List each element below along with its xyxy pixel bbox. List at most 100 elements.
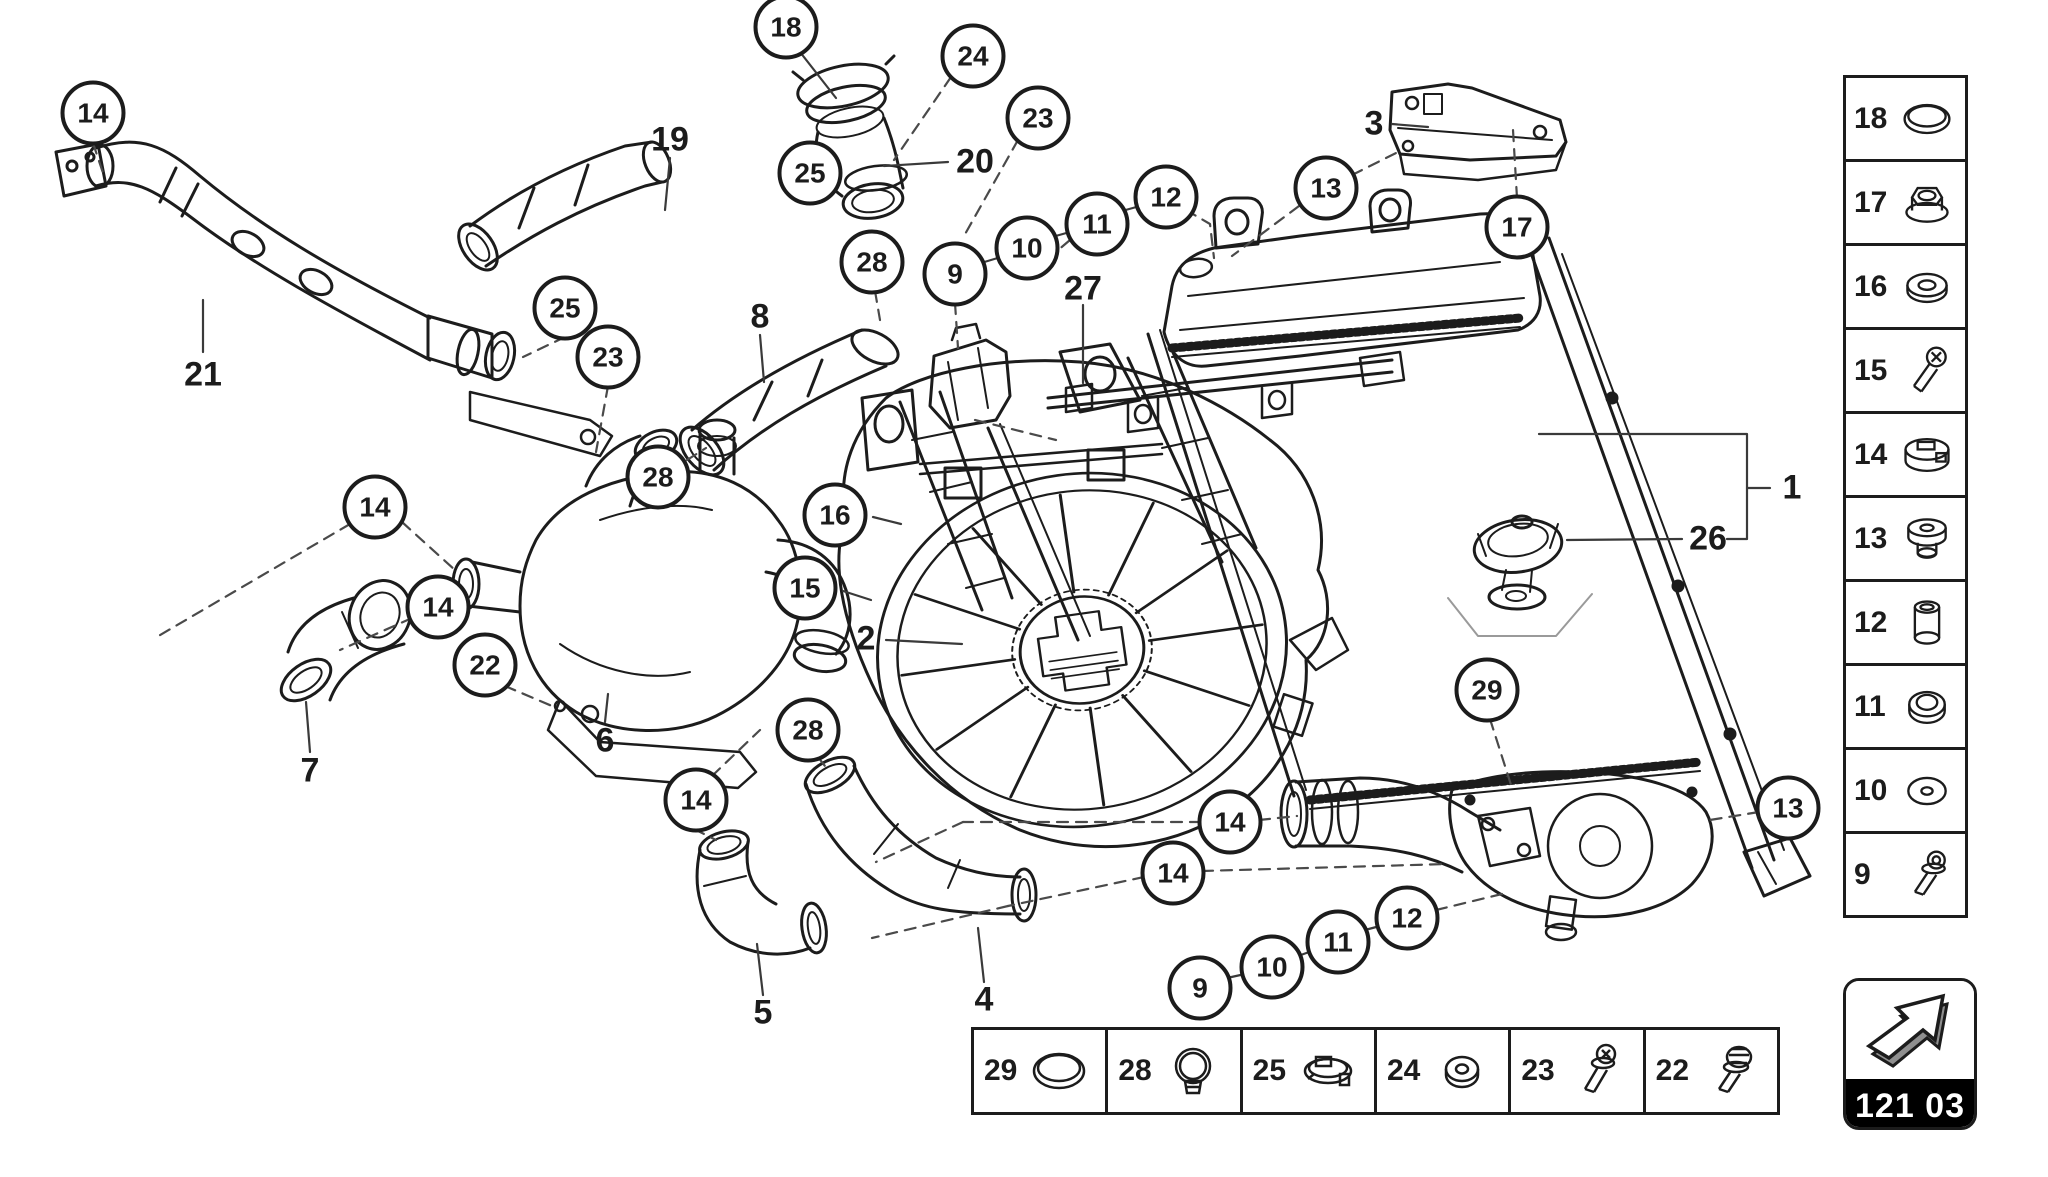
callout-circle-9[interactable]: 9	[1167, 955, 1233, 1021]
callout-circle-10[interactable]: 10	[994, 215, 1060, 281]
callout-circle-14[interactable]: 14	[405, 574, 471, 640]
callout-circle-14[interactable]: 14	[1140, 840, 1206, 906]
callout-circle-24[interactable]: 24	[940, 23, 1006, 89]
legend-item-10[interactable]: 10	[1843, 747, 1968, 834]
clamp-band-icon	[1303, 1055, 1352, 1087]
section-code-badge: 121 03	[1846, 1079, 1974, 1127]
cooling-fan-2	[837, 342, 1350, 849]
part-label-2[interactable]: 2	[856, 619, 876, 658]
legend-item-11[interactable]: 11	[1843, 663, 1968, 750]
callout-circle-14[interactable]: 14	[663, 767, 729, 833]
part-label-19[interactable]: 19	[651, 120, 689, 159]
callout-circle-13[interactable]: 13	[1755, 775, 1821, 841]
dashed-leader-lines	[91, 75, 1761, 940]
legend-item-13[interactable]: 13	[1843, 495, 1968, 582]
arrow-up-right-icon	[1865, 993, 1949, 1068]
callout-circle-29[interactable]: 29	[1454, 657, 1520, 723]
hose-clamp-icon	[1904, 437, 1950, 472]
part-label-1[interactable]: 1	[1782, 468, 1802, 507]
callout-circle-16[interactable]: 16	[802, 482, 868, 548]
legend-item-22[interactable]: 22	[1642, 1027, 1780, 1115]
legend-item-29[interactable]: 29	[971, 1027, 1109, 1115]
legend-number: 11	[1854, 689, 1886, 723]
callout-circle-10[interactable]: 10	[1239, 934, 1305, 1000]
radiator-cap-26	[1447, 514, 1593, 637]
hose-4	[803, 755, 1038, 923]
legend-number: 15	[1854, 353, 1888, 387]
washer-icon	[1444, 1055, 1480, 1089]
part-label-21[interactable]: 21	[184, 355, 222, 394]
hose-5	[695, 829, 828, 956]
water-pipe-21	[54, 140, 614, 458]
flange-nut-icon	[1905, 186, 1949, 223]
legend-item-18[interactable]: 18	[1843, 75, 1968, 162]
hose-8	[678, 328, 900, 477]
hardware-legend-bottom: 29 28 25 24 23 22	[971, 1027, 1780, 1115]
callout-circle-22[interactable]: 22	[452, 632, 518, 698]
callout-circle-23[interactable]: 23	[575, 324, 641, 390]
callout-circle-11[interactable]: 11	[1064, 191, 1130, 257]
legend-item-9[interactable]: 9	[1843, 831, 1968, 918]
part-label-7[interactable]: 7	[300, 751, 320, 790]
legend-number: 23	[1521, 1054, 1555, 1087]
legend-number: 17	[1854, 185, 1888, 219]
callout-circle-12[interactable]: 12	[1133, 164, 1199, 230]
legend-number: 25	[1252, 1054, 1287, 1087]
callout-circle-18[interactable]: 18	[753, 0, 819, 60]
part-label-6[interactable]: 6	[595, 721, 615, 760]
legend-item-23[interactable]: 23	[1508, 1027, 1646, 1115]
part-label-26[interactable]: 26	[1689, 519, 1727, 558]
legend-item-24[interactable]: 24	[1373, 1027, 1512, 1115]
callout-circle-23[interactable]: 23	[1005, 85, 1071, 151]
legend-item-15[interactable]: 15	[1843, 327, 1968, 414]
callout-circle-17[interactable]: 17	[1484, 194, 1550, 260]
callout-circle-28[interactable]: 28	[839, 229, 905, 295]
bracket-27	[1046, 350, 1406, 434]
legend-item-12[interactable]: 12	[1843, 579, 1968, 666]
part-label-4[interactable]: 4	[974, 980, 994, 1019]
part-label-5[interactable]: 5	[753, 993, 773, 1032]
legend-item-16[interactable]: 16	[1843, 243, 1968, 330]
legend-number: 14	[1854, 437, 1888, 471]
flange-bolt-icon	[1913, 850, 1946, 896]
callout-circle-11[interactable]: 11	[1305, 909, 1371, 975]
grommet-icon	[1907, 517, 1947, 559]
legend-item-17[interactable]: 17	[1843, 159, 1968, 246]
legend-number: 28	[1118, 1054, 1152, 1087]
part-label-27[interactable]: 27	[1064, 269, 1102, 308]
disc-washer-icon	[1907, 776, 1947, 805]
part-label-8[interactable]: 8	[750, 297, 770, 336]
callout-circle-28[interactable]: 28	[775, 697, 841, 763]
legend-number: 24	[1386, 1054, 1421, 1087]
seal-ring-icon	[1908, 690, 1946, 724]
section-nav-box[interactable]: 121 03	[1843, 978, 1977, 1130]
o-ring-icon	[1032, 1052, 1086, 1090]
callout-circle-28[interactable]: 28	[625, 444, 691, 510]
nav-arrow-area	[1846, 981, 1974, 1079]
sleeve-icon	[1913, 599, 1941, 645]
legend-item-25[interactable]: 25	[1239, 1027, 1377, 1115]
callout-circle-12[interactable]: 12	[1374, 885, 1440, 951]
callout-circle-15[interactable]: 15	[772, 555, 838, 621]
legend-number: 10	[1854, 773, 1888, 807]
part-label-20[interactable]: 20	[956, 142, 994, 181]
callout-circle-14[interactable]: 14	[1197, 789, 1263, 855]
legend-item-14[interactable]: 14	[1843, 411, 1968, 498]
fan-connector	[928, 322, 1091, 642]
bracket-3	[1388, 82, 1568, 182]
legend-item-28[interactable]: 28	[1105, 1027, 1243, 1115]
part-label-3[interactable]: 3	[1364, 104, 1384, 143]
callout-circle-9[interactable]: 9	[922, 241, 988, 307]
callout-circle-25[interactable]: 25	[777, 140, 843, 206]
washer-icon	[1906, 272, 1948, 303]
legend-number: 16	[1854, 269, 1888, 303]
callout-circle-14[interactable]: 14	[60, 80, 126, 146]
callout-circle-13[interactable]: 13	[1293, 155, 1359, 221]
screw-icon	[1912, 346, 1947, 392]
callout-circle-25[interactable]: 25	[532, 275, 598, 341]
callout-circle-14[interactable]: 14	[342, 474, 408, 540]
screw-icon	[1584, 1043, 1617, 1094]
legend-number: 13	[1854, 521, 1888, 555]
flange-bolt-icon	[1717, 1045, 1752, 1094]
